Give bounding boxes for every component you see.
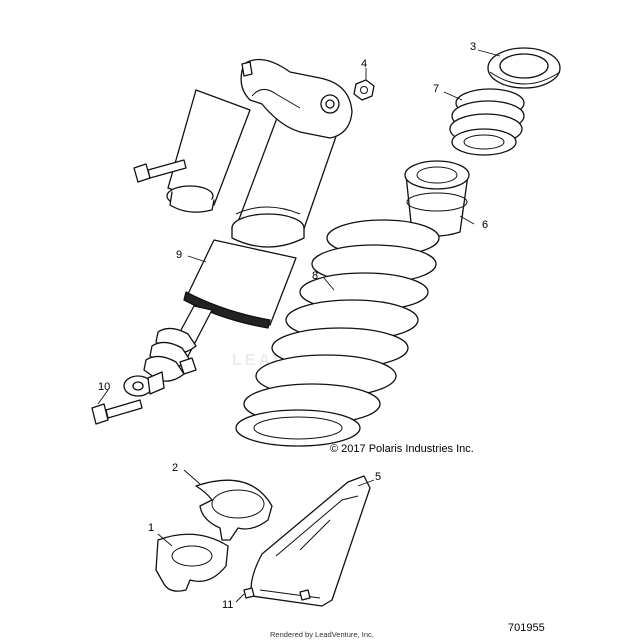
callout-3: 3	[470, 41, 476, 53]
coil-spring[interactable]	[235, 219, 440, 447]
callout-9: 9	[176, 249, 182, 261]
callout-4: 4	[361, 58, 367, 70]
spring-seat[interactable]	[404, 160, 470, 237]
spring-small[interactable]	[449, 88, 525, 156]
callout-numbers: 1 2 3 4 5 6 7 8 9 10 11	[98, 41, 488, 611]
callout-8: 8	[312, 270, 318, 282]
callout-5: 5	[375, 471, 381, 483]
callout-10: 10	[98, 381, 110, 393]
callout-11: 11	[222, 599, 233, 611]
figure-number: 701955	[508, 622, 545, 634]
callout-7: 7	[433, 83, 439, 95]
rendered-by: Rendered by LeadVenture, Inc.	[270, 630, 374, 639]
spring-retainer[interactable]	[487, 47, 561, 89]
bolt-upper[interactable]	[133, 159, 187, 183]
callout-2: 2	[172, 462, 178, 474]
callout-6: 6	[482, 219, 488, 231]
copyright-notice: © 2017 Polaris Industries Inc.	[330, 443, 474, 455]
dust-cover[interactable]	[155, 533, 229, 592]
nut[interactable]	[353, 79, 375, 101]
small-fasteners[interactable]	[243, 587, 311, 601]
bolt-lower[interactable]	[91, 399, 143, 425]
leader-lines	[97, 49, 501, 603]
shock-guard[interactable]	[250, 475, 371, 607]
shim-plate[interactable]	[195, 479, 273, 541]
callout-1: 1	[148, 522, 154, 534]
shock-absorber[interactable]	[123, 58, 353, 397]
